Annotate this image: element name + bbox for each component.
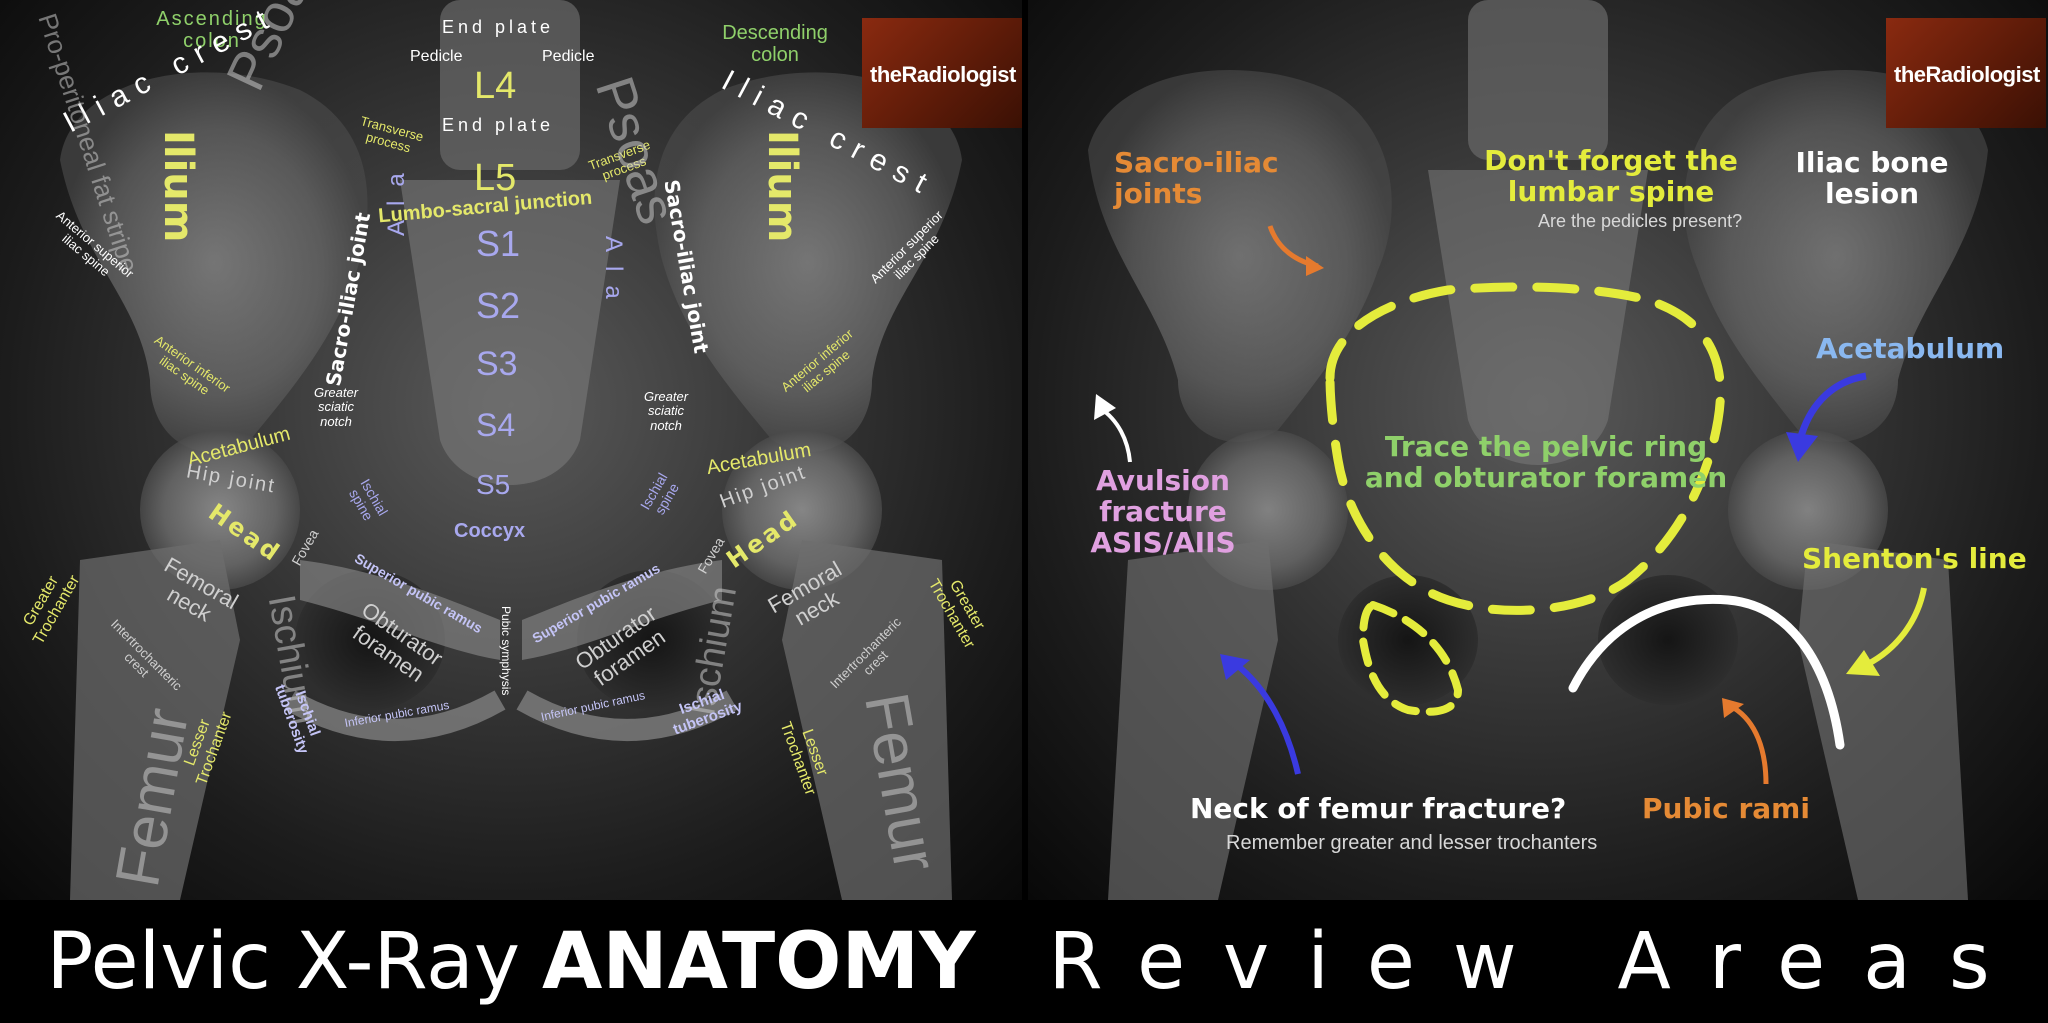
label-l4: L4 — [474, 65, 517, 107]
label-pedicle-right: Pedicle — [542, 48, 595, 65]
arrow-neck-femur — [1220, 654, 1301, 775]
arrow-shenton — [1846, 587, 1927, 676]
anatomy-panel: theRadiologist Ascending colon Descendin… — [0, 0, 1022, 900]
review-panel: theRadiologist Sacro-iliac joints Don't … — [1028, 0, 2048, 900]
label-ala-right: Ala — [600, 236, 627, 313]
pelvis-xray-left — [60, 0, 962, 900]
label-pubic-symphysis: Pubic symphysis — [499, 606, 513, 696]
label-end-plate-mid: End plate — [442, 115, 555, 135]
label-avulsion: Avulsion fracture ASIS/AIIS — [1090, 464, 1236, 559]
obturator-foramen-outline — [1358, 600, 1463, 716]
label-descending-colon: Descending colon — [722, 22, 828, 66]
label-remember-trochanters: Remember greater and lesser trochanters — [1226, 832, 1598, 854]
label-iliac-lesion: Iliac bone lesion — [1795, 146, 1949, 210]
arrow-avulsion — [1094, 394, 1132, 463]
label-ascending-colon: Ascending colon — [156, 8, 268, 52]
panel-divider — [1022, 0, 1028, 1023]
brand-logo: theRadiologist — [862, 18, 1022, 128]
label-pedicles-question: Are the pedicles present? — [1538, 211, 1743, 231]
pelvis-xray-right — [1088, 0, 1988, 900]
label-ilium-left: Ilium — [155, 130, 201, 243]
label-lumbar-spine: Don't forget the lumbar spine — [1484, 144, 1738, 208]
arrow-pubic-rami — [1722, 698, 1769, 785]
footer-anatomy-title: Pelvic X-Ray ANATOMY — [0, 900, 1022, 1023]
label-sciatic-left: Greater sciatic notch — [313, 385, 359, 429]
brand-text: theRadiologist — [870, 62, 1016, 87]
shentons-line — [1568, 594, 1845, 750]
pelvic-ring-outline — [1325, 282, 1725, 615]
footer-right-text: Review Areas — [1048, 916, 2028, 1007]
label-ilium-right: Ilium — [759, 130, 805, 243]
label-shenton: Shenton's line — [1802, 542, 2027, 575]
footer-review-title: Review Areas — [1028, 900, 2048, 1023]
label-neck-femur: Neck of femur fracture? — [1190, 792, 1567, 825]
label-s5: S5 — [476, 469, 511, 500]
footer-left-bold: ANATOMY — [541, 916, 976, 1007]
label-end-plate-top: End plate — [442, 17, 555, 37]
label-s1: S1 — [476, 223, 521, 264]
arrow-sacroiliac — [1267, 225, 1324, 276]
label-pedicle-left: Pedicle — [410, 48, 463, 65]
label-l5: L5 — [474, 157, 517, 199]
label-s2: S2 — [476, 285, 521, 326]
footer-left-light: Pelvic X-Ray — [46, 916, 520, 1007]
arrow-acetabulum — [1786, 372, 1867, 462]
label-s4: S4 — [476, 407, 516, 443]
label-pubic-rami: Pubic rami — [1642, 792, 1810, 825]
label-s3: S3 — [476, 345, 518, 383]
brand-logo-right: theRadiologist — [1886, 18, 2046, 128]
label-sacroiliac-joints: Sacro-iliac joints — [1114, 146, 1279, 210]
brand-text-right: theRadiologist — [1894, 62, 2040, 87]
label-sciatic-right: Greater sciatic notch — [643, 389, 689, 433]
label-ala-left: Ala — [383, 159, 410, 236]
label-coccyx: Coccyx — [454, 520, 526, 542]
label-pelvic-ring: Trace the pelvic ring and obturator fora… — [1364, 430, 1728, 494]
label-acetabulum-review: Acetabulum — [1816, 332, 2005, 365]
